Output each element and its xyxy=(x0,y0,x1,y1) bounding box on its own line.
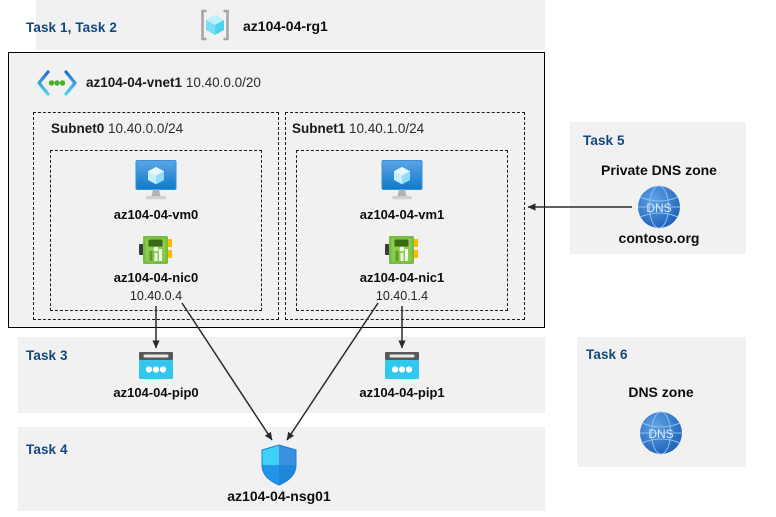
resource-group-icon xyxy=(198,8,232,42)
subnet1-box xyxy=(285,112,525,320)
task-label-5: Task 5 xyxy=(583,133,625,148)
virtual-network-cidr: 10.40.0.0/20 xyxy=(185,75,261,90)
subnet1-cidr: 10.40.1.0/24 xyxy=(349,121,425,136)
network-interface-icon xyxy=(139,235,173,266)
task-label-6: Task 6 xyxy=(586,347,628,362)
network-security-group-icon xyxy=(260,444,298,486)
subnet0-cidr: 10.40.0.0/24 xyxy=(108,121,184,136)
subnet0-name: Subnet0 xyxy=(51,121,105,136)
virtual-machine-icon xyxy=(379,159,425,201)
public-ip-panel xyxy=(18,337,545,413)
virtual-network-icon xyxy=(36,70,78,96)
dns-icon-text: DNS xyxy=(646,201,671,215)
subnet0-heading: Subnet0 10.40.0.0/24 xyxy=(51,121,183,136)
nsg-name: az104-04-nsg01 xyxy=(227,488,331,504)
network-interface-icon xyxy=(385,235,419,266)
virtual-network-heading: az104-04-vnet1 10.40.0.0/20 xyxy=(86,75,261,90)
subnet1-name: Subnet1 xyxy=(292,121,346,136)
public-ip-address-icon xyxy=(138,351,174,380)
network-interface-name: az104-04-nic1 xyxy=(359,270,445,285)
dns-zone-icon: DNS xyxy=(638,410,684,456)
dns-zone-icon: DNS xyxy=(636,184,682,230)
public-ip-name: az104-04-pip1 xyxy=(359,385,445,400)
resource-group-panel xyxy=(36,0,545,50)
task-label-1-2: Task 1, Task 2 xyxy=(26,20,117,35)
network-interface-name: az104-04-nic0 xyxy=(113,270,199,285)
public-ip-address-icon xyxy=(384,351,420,380)
private-dns-heading: Private DNS zone xyxy=(601,162,717,178)
virtual-network-box xyxy=(8,52,545,328)
virtual-network-name: az104-04-vnet1 xyxy=(86,75,183,90)
private-dns-zone-name: contoso.org xyxy=(618,230,700,246)
public-ip-name: az104-04-pip0 xyxy=(113,385,199,400)
virtual-machine-name: az104-04-vm0 xyxy=(113,207,199,222)
virtual-machine-name: az104-04-vm1 xyxy=(359,207,445,222)
public-dns-heading: DNS zone xyxy=(628,384,694,400)
subnet1-heading: Subnet1 10.40.1.0/24 xyxy=(292,121,424,136)
network-interface-ip: 10.40.1.4 xyxy=(375,289,429,303)
resource-group-name: az104-04-rg1 xyxy=(243,18,328,34)
task-label-3: Task 3 xyxy=(26,348,68,363)
dns-icon-text: DNS xyxy=(648,427,673,441)
virtual-machine-icon xyxy=(133,159,179,201)
task-label-4: Task 4 xyxy=(26,442,68,457)
network-interface-ip: 10.40.0.4 xyxy=(129,289,183,303)
